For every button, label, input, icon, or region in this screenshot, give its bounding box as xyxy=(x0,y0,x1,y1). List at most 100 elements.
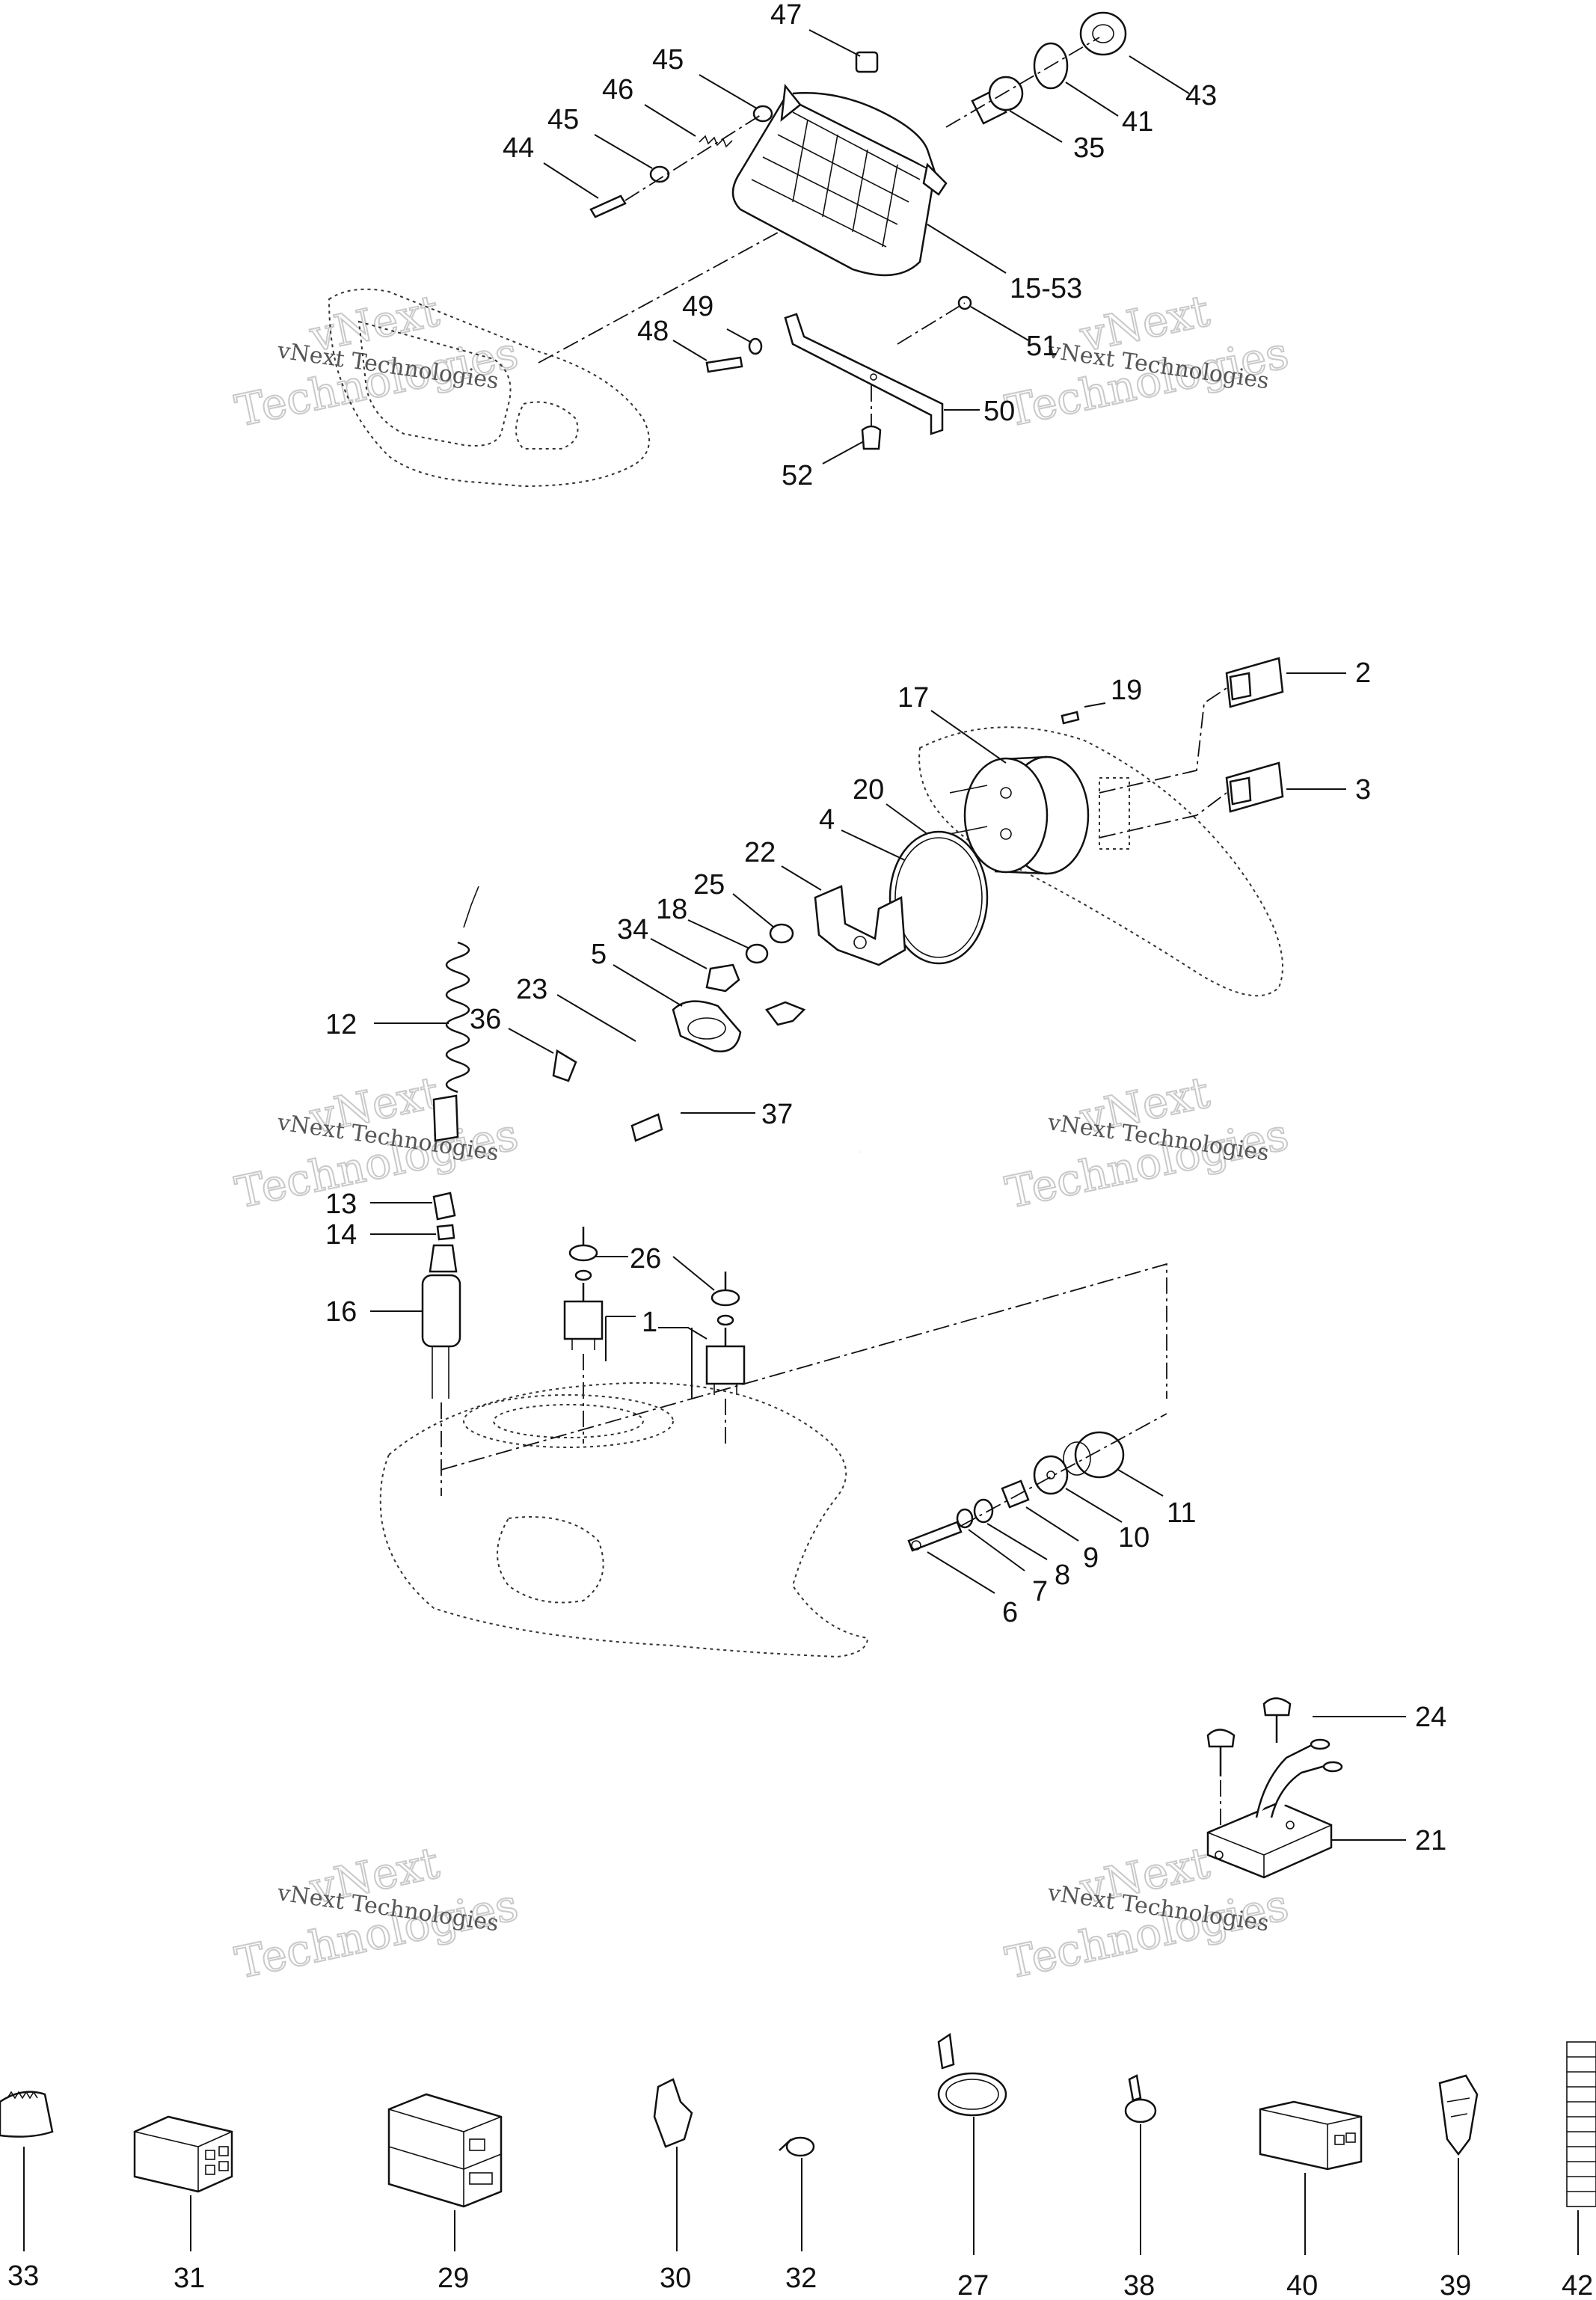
callout-7: 7 xyxy=(1032,1576,1048,1607)
part-heatshrink-42 xyxy=(1566,2041,1596,2207)
leader-5 xyxy=(613,964,683,1007)
wire-line-2 xyxy=(1099,687,1227,794)
leader-25 xyxy=(732,893,775,928)
part-switch-16 xyxy=(421,1244,461,1399)
leader-9 xyxy=(1025,1506,1079,1542)
leader-23 xyxy=(556,994,636,1042)
screw-axis-line xyxy=(624,113,764,201)
callout-18: 18 xyxy=(656,894,687,925)
leader-51 xyxy=(970,306,1029,341)
part-connector-29 xyxy=(387,2093,503,2208)
headlight-mount-line xyxy=(538,224,794,364)
part-washer-7 xyxy=(956,1508,974,1529)
callout-30: 30 xyxy=(660,2263,691,2294)
callout-20: 20 xyxy=(853,774,884,806)
callout-23: 23 xyxy=(516,974,547,1005)
part-washer-45a xyxy=(752,105,773,123)
wire-line-3 xyxy=(1099,792,1227,838)
part-cap-43 xyxy=(1079,11,1127,56)
part-bolt-24 xyxy=(1206,1697,1292,1776)
leader-8 xyxy=(986,1523,1048,1560)
leader-4 xyxy=(841,829,906,861)
hood-vent-ghost xyxy=(515,401,579,450)
console-mount-line xyxy=(441,1263,1167,1471)
headlight-assembly xyxy=(731,83,948,277)
part-cap-52 xyxy=(861,425,882,450)
leader-7 xyxy=(968,1529,1025,1571)
part-nut-14 xyxy=(436,1224,455,1241)
part-nut-9 xyxy=(1001,1479,1030,1509)
part-tube-23 xyxy=(593,1031,862,1200)
callout-labels: 47 45 46 45 44 43 41 35 15-53 49 48 51 5… xyxy=(7,0,1593,2300)
callout-26: 26 xyxy=(630,1243,661,1275)
callout-35: 35 xyxy=(1073,132,1105,164)
part-washer-26b xyxy=(710,1272,740,1326)
part-tie-27 xyxy=(937,2032,1007,2117)
callout-27: 27 xyxy=(957,2270,989,2300)
leader-17 xyxy=(930,710,1007,764)
leader-1 xyxy=(606,1316,708,1340)
callout-6: 6 xyxy=(1002,1597,1018,1628)
callout-45: 45 xyxy=(547,104,579,135)
part-clamp-37 xyxy=(630,1113,663,1142)
callout-15-53: 15-53 xyxy=(1010,273,1082,304)
watermark-mid-left: vNext Technologies vNext Technologies xyxy=(230,1066,524,1219)
callout-22: 22 xyxy=(744,837,776,868)
leader-18 xyxy=(687,919,750,949)
leader-49 xyxy=(726,328,752,343)
callout-52: 52 xyxy=(782,460,813,491)
callout-11: 11 xyxy=(1167,1497,1196,1529)
keyswitch-axis xyxy=(960,1413,1167,1527)
callout-36: 36 xyxy=(470,1004,501,1035)
part-tie-38 xyxy=(1124,2074,1157,2123)
leader-6 xyxy=(927,1551,995,1594)
callout-5: 5 xyxy=(591,939,607,970)
part-ring-10 xyxy=(1033,1455,1069,1495)
leader-41 xyxy=(1065,82,1119,117)
callout-4: 4 xyxy=(819,804,835,835)
part-washer-49 xyxy=(748,337,763,355)
callout-24: 24 xyxy=(1415,1702,1446,1733)
leader-46 xyxy=(644,104,696,137)
leader-35 xyxy=(1009,110,1063,143)
part-gauge-17 xyxy=(949,755,1090,875)
leader-45b xyxy=(594,134,653,169)
leader-34 xyxy=(650,938,708,969)
callout-14: 14 xyxy=(325,1219,357,1251)
part-bracket-50 xyxy=(784,313,944,435)
leader-52 xyxy=(822,441,865,464)
part-washer-8 xyxy=(973,1498,994,1524)
leader-45a xyxy=(699,74,758,109)
hood-inner-ghost xyxy=(357,320,512,447)
leader-48 xyxy=(672,340,708,361)
part-switch-1b xyxy=(705,1328,746,1395)
leader-11 xyxy=(1117,1469,1164,1497)
part-bracket-22 xyxy=(814,885,906,966)
callout-51: 51 xyxy=(1026,331,1058,362)
console-outline-ghost xyxy=(379,1381,869,1658)
callout-33: 33 xyxy=(7,2260,39,2292)
part-keyswitch-11 xyxy=(1063,1431,1125,1479)
callout-49: 49 xyxy=(682,291,713,322)
part-wing-nut xyxy=(765,1001,806,1026)
part-washer-26a xyxy=(568,1227,598,1281)
part-ring-20 xyxy=(888,830,989,965)
callout-39: 39 xyxy=(1440,2270,1471,2300)
part-nut-34 xyxy=(705,963,740,993)
callout-47: 47 xyxy=(770,0,802,31)
part-terminal-30 xyxy=(653,2078,693,2148)
part-bolt-48 xyxy=(705,356,743,373)
leader-47 xyxy=(808,29,861,57)
callout-21: 21 xyxy=(1415,1825,1446,1856)
leader-20 xyxy=(886,803,928,835)
part-switch-1a xyxy=(563,1283,604,1350)
console-recess-ghost xyxy=(463,1394,674,1448)
callout-40: 40 xyxy=(1286,2270,1318,2300)
callout-29: 29 xyxy=(438,2263,469,2294)
leader-19 xyxy=(1084,702,1106,708)
callout-13: 13 xyxy=(325,1189,357,1220)
part-sleeve-33 xyxy=(0,2091,54,2138)
callout-48: 48 xyxy=(637,316,669,347)
part-washer-45b xyxy=(649,165,670,183)
part-sender-5 xyxy=(672,1000,742,1052)
